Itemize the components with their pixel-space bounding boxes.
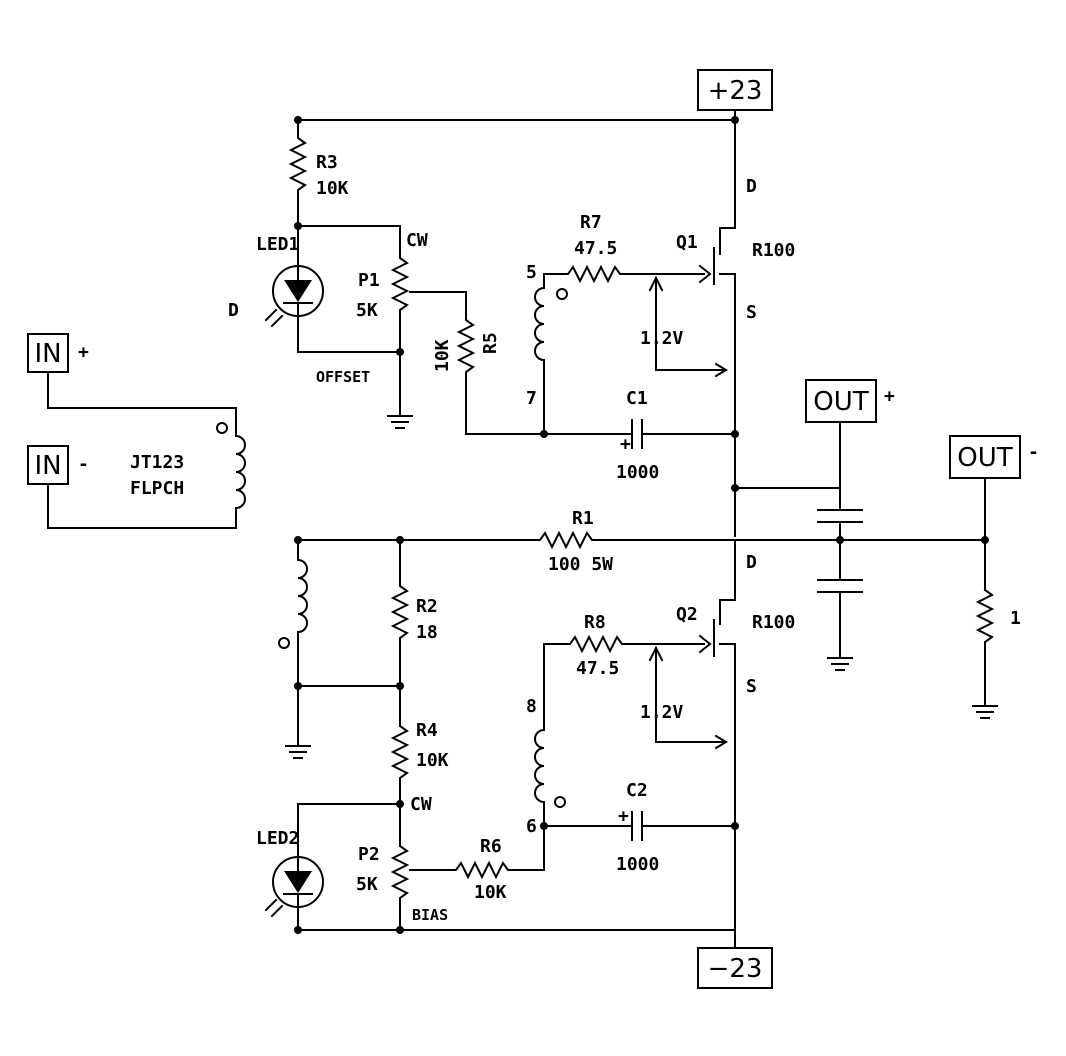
rload-value: 1 — [1010, 608, 1021, 629]
transformer-type: FLPCH — [130, 478, 184, 499]
top-wires — [288, 109, 736, 537]
p2-ref: P2 — [358, 844, 380, 865]
out-minus-sign: - — [1028, 442, 1039, 463]
p2-value: 5K — [356, 874, 378, 895]
r7-value: 47.5 — [574, 238, 617, 259]
pos-rail-label: +23 — [708, 76, 763, 106]
coil1-pin-bot: 7 — [526, 388, 537, 409]
r5-ref: R5 — [480, 332, 501, 354]
led2-ref: LED2 — [256, 828, 299, 849]
r2-ref: R2 — [416, 596, 438, 617]
p2-cw: CW — [410, 794, 432, 815]
r1-value: 100 5W — [548, 554, 613, 575]
coil2-pin-bot: 6 — [526, 816, 537, 837]
p1-ref: P1 — [358, 270, 380, 291]
r8-value: 47.5 — [576, 658, 619, 679]
in-plus-sign: + — [78, 342, 89, 363]
r4-ref: R4 — [416, 720, 438, 741]
out-minus-label: OUT — [957, 443, 1012, 473]
output-wires — [297, 421, 998, 719]
in-minus-label: IN — [34, 451, 61, 481]
input-section: IN + IN - JT123 FLPCH — [27, 333, 246, 529]
r6-ref: R6 — [480, 836, 502, 857]
r4-value: 10K — [416, 750, 449, 771]
out-plus-terminal: OUT + — [805, 379, 895, 423]
r3-value: 10K — [316, 178, 349, 199]
in-minus-sign: - — [78, 454, 89, 475]
v1-label: 1.2V — [640, 328, 684, 349]
r7-ref: R7 — [580, 212, 602, 233]
r8-ref: R8 — [584, 612, 606, 633]
led2-symbol — [264, 856, 324, 918]
p1-value: 5K — [356, 300, 378, 321]
q1-source: S — [746, 302, 757, 323]
out-plus-label: OUT — [813, 387, 868, 417]
coil1-dot — [556, 288, 568, 300]
p1-cw: CW — [406, 230, 428, 251]
q1-ref: Q1 — [676, 232, 698, 253]
bottom-wires — [278, 539, 736, 949]
neg-rail-label: −23 — [708, 954, 763, 984]
q2-part: R100 — [752, 612, 795, 633]
transformer-name: JT123 — [130, 452, 184, 473]
c1-ref: C1 — [626, 388, 648, 409]
q2-drain: D — [746, 552, 757, 573]
r2-value: 18 — [416, 622, 438, 643]
in-plus-label: IN — [34, 339, 61, 369]
led1-pin: D — [228, 300, 239, 321]
coil2-pin-top: 8 — [526, 696, 537, 717]
p1-fn: OFFSET — [316, 368, 370, 386]
c2-ref: C2 — [626, 780, 648, 801]
c2-pol: + — [618, 806, 629, 827]
labels: R3 10K LED1 D CW P1 5K OFFSET 10K R5 5 7… — [228, 152, 1021, 924]
coil1-pin-top: 5 — [526, 262, 537, 283]
junction-dots — [294, 116, 989, 934]
q2-source: S — [746, 676, 757, 697]
q2-ref: Q2 — [676, 604, 698, 625]
c1-pol: + — [620, 434, 631, 455]
r5-value: 10K — [432, 339, 453, 372]
out-minus-terminal: OUT - — [949, 435, 1039, 479]
c1-value: 1000 — [616, 462, 659, 483]
r6-value: 10K — [474, 882, 507, 903]
neg-rail-terminal: −23 — [697, 947, 773, 989]
q1-drain: D — [746, 176, 757, 197]
v2-label: 1.2V — [640, 702, 684, 723]
p2-fn: BIAS — [412, 906, 448, 924]
out-plus-sign: + — [884, 386, 895, 407]
r3-ref: R3 — [316, 152, 338, 173]
led1-ref: LED1 — [256, 234, 299, 255]
c2-value: 1000 — [616, 854, 659, 875]
pos-rail-terminal: +23 — [697, 69, 773, 111]
r1-ref: R1 — [572, 508, 594, 529]
led1-symbol — [264, 265, 324, 328]
q1-part: R100 — [752, 240, 795, 261]
